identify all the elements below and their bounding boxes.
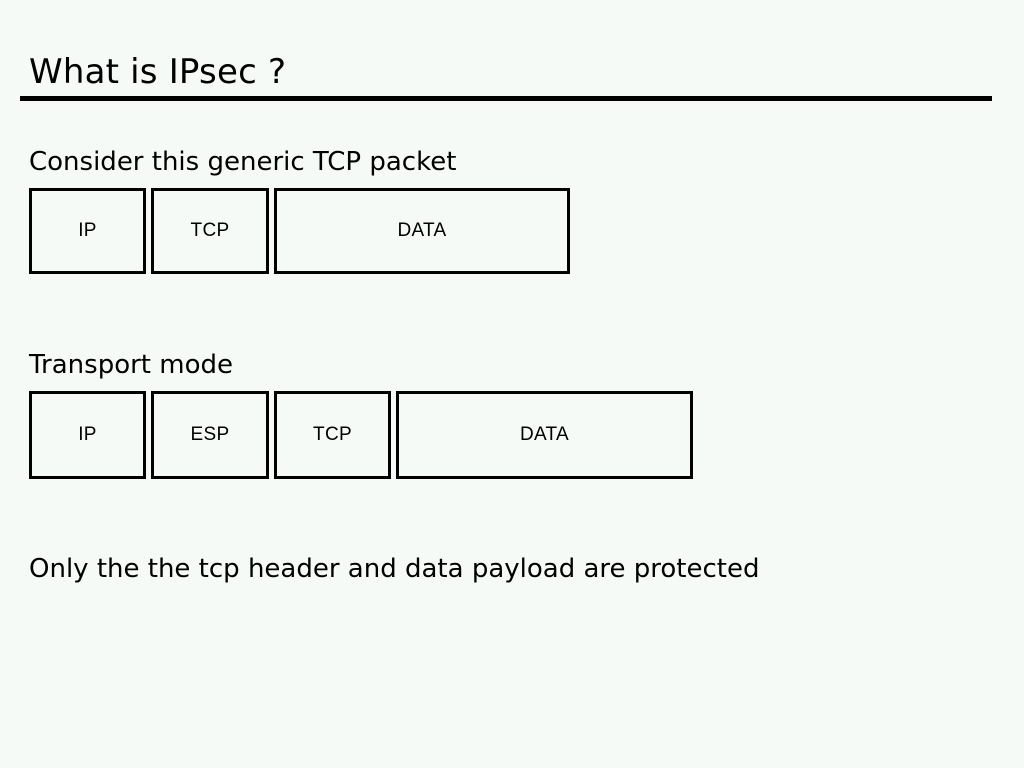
generic-packet-heading: Consider this generic TCP packet — [29, 147, 457, 177]
packet-field-ip: IP — [29, 188, 146, 274]
transport-packet-field-esp: ESP — [151, 391, 269, 479]
page-title: What is IPsec ? — [29, 52, 287, 92]
transport-packet-field-tcp: TCP — [274, 391, 391, 479]
title-divider — [20, 96, 992, 101]
transport-packet-field-ip: IP — [29, 391, 146, 479]
packet-field-tcp: TCP — [151, 188, 269, 274]
transport-mode-packet-diagram: IP ESP TCP DATA — [29, 391, 693, 479]
generic-tcp-packet-diagram: IP TCP DATA — [29, 188, 570, 274]
transport-mode-heading: Transport mode — [29, 350, 234, 380]
packet-field-data: DATA — [274, 188, 570, 274]
transport-mode-note: Only the the tcp header and data payload… — [29, 554, 760, 584]
transport-packet-field-data: DATA — [396, 391, 693, 479]
